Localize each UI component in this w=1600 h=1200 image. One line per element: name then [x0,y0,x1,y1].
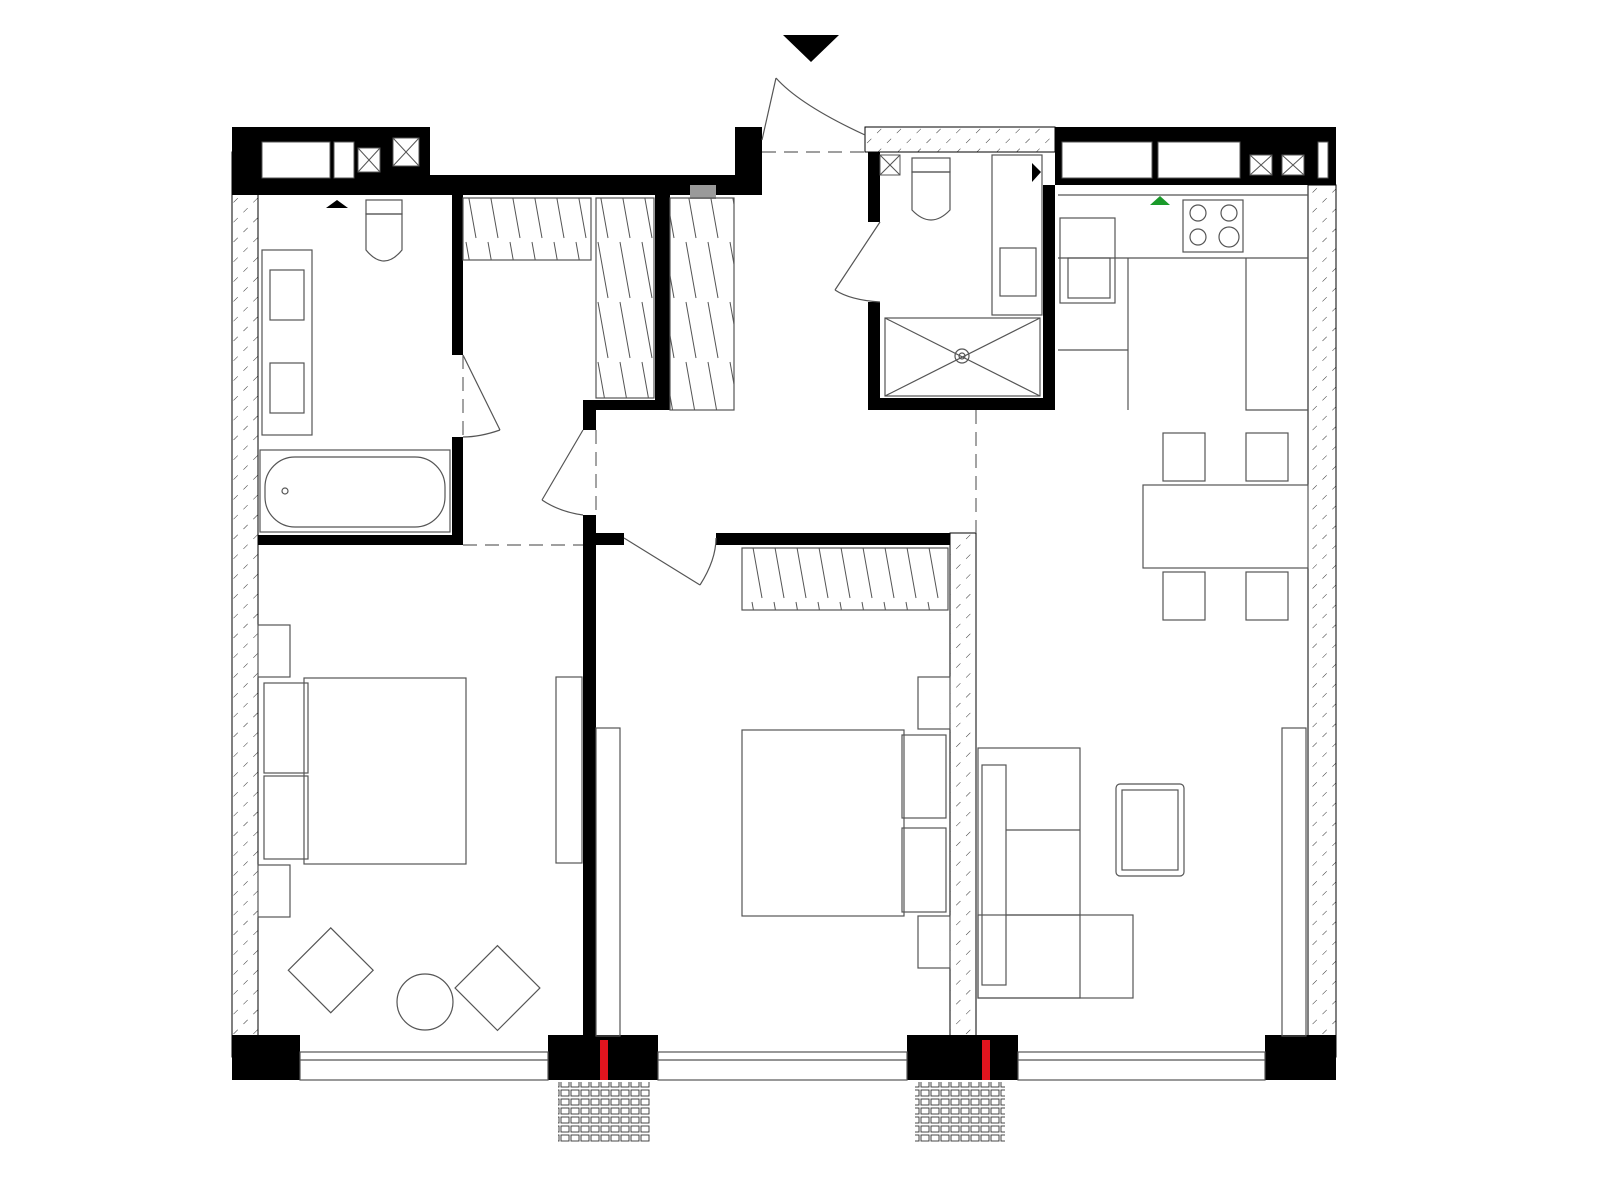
vent-marker-icon [326,200,348,208]
shower-room-fixtures [884,154,1043,397]
bedroom-1-furniture [257,624,621,1037]
ventilation-marker-icon [1150,196,1170,205]
bathroom-fixtures [259,199,451,533]
windows-bottom [299,1051,1266,1081]
hatched-walls [231,126,1337,1059]
windows-top [261,137,1329,179]
living-furniture [977,727,1307,1037]
doors [462,77,881,586]
radiator-grid [915,1082,1005,1142]
vent-marker-icon [1032,163,1041,182]
walls [232,127,1336,1080]
zone-dividers [462,151,977,546]
bedroom-2-furniture [741,676,951,969]
kitchen [1058,194,1308,411]
closets [462,197,949,611]
riser-marker [982,1040,990,1080]
entrance-arrow-icon [783,35,839,62]
riser-marker [600,1040,608,1080]
radiator-grid [558,1082,650,1142]
dining-set [1142,432,1309,621]
